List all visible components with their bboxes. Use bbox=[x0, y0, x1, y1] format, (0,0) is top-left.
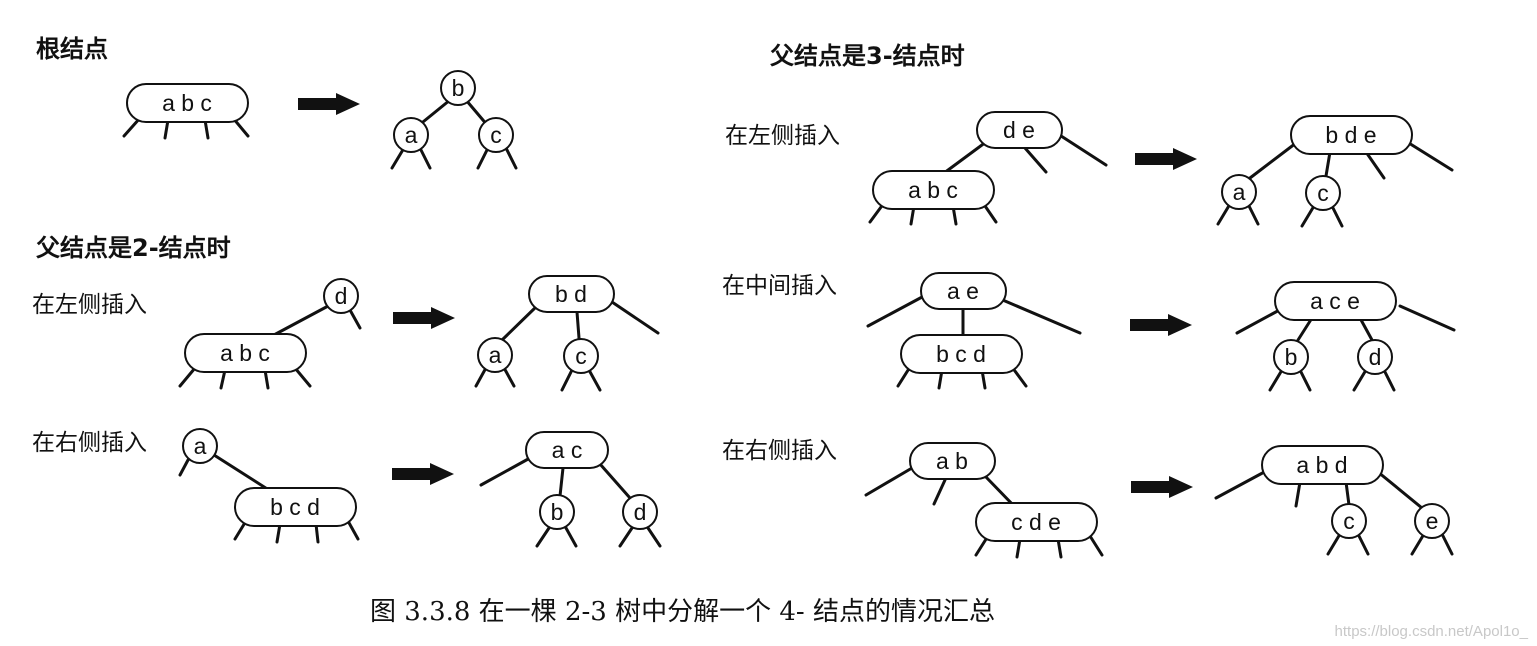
node-p3r-after-left bbox=[1331, 503, 1367, 539]
node-p2l-after-parent bbox=[528, 275, 615, 313]
node-p2l-before-child bbox=[184, 333, 307, 373]
node-p3m-after-parent bbox=[1274, 281, 1397, 321]
watermark: https://blog.csdn.net/Apol1o_ bbox=[1335, 623, 1529, 640]
node-root-after-right bbox=[478, 117, 514, 153]
p2l-before-tree: a b c d bbox=[178, 278, 362, 390]
p2l-after-tree: b d a c bbox=[474, 275, 660, 392]
key-p3m-before-child: b c d bbox=[936, 341, 986, 367]
key-root-after-top: b bbox=[452, 75, 465, 101]
node-p3r-before-child bbox=[975, 502, 1098, 542]
arrow-p3m bbox=[1130, 314, 1192, 336]
p3r-before-tree: c d e a b bbox=[864, 442, 1104, 559]
p3l-after-tree: b d e a c bbox=[1216, 115, 1454, 228]
key-p2r-after-mid: b bbox=[551, 499, 564, 525]
key-p3m-before-parent: a e bbox=[947, 278, 979, 304]
key-p2l-after-mid: c bbox=[575, 343, 587, 369]
node-p3r-after-parent bbox=[1261, 445, 1384, 485]
node-p3r-before-parent bbox=[909, 442, 996, 480]
key-p3l-after-mid: c bbox=[1317, 180, 1329, 206]
node-p3l-before-parent bbox=[976, 111, 1063, 149]
label-p3-insert-right: 在右侧插入 bbox=[722, 438, 837, 464]
heading-root: 根结点 bbox=[36, 35, 108, 63]
arrow-p2l bbox=[393, 307, 455, 329]
key-root-after-right: c bbox=[490, 122, 502, 148]
p3m-before-tree: b c d a e bbox=[866, 272, 1082, 390]
node-root-after-top bbox=[440, 70, 476, 106]
node-p3m-before-child bbox=[900, 334, 1023, 374]
key-p3l-before-child: a b c bbox=[908, 177, 958, 203]
key-p2l-after-parent: b d bbox=[555, 281, 587, 307]
arrow-p2r bbox=[392, 463, 454, 485]
root-before-tree: a b c bbox=[122, 83, 250, 140]
node-p3r-after-right bbox=[1414, 503, 1450, 539]
arrow-root bbox=[298, 93, 360, 115]
node-p2r-after-parent bbox=[525, 431, 609, 469]
heading-parent-3node: 父结点是3-结点时 bbox=[770, 42, 965, 70]
key-p3r-after-right: e bbox=[1426, 508, 1439, 534]
node-p2l-after-left bbox=[477, 337, 513, 373]
label-p3-insert-middle: 在中间插入 bbox=[722, 273, 837, 299]
node-p2r-after-mid bbox=[539, 494, 575, 530]
heading-parent-2node: 父结点是2-结点时 bbox=[36, 234, 231, 262]
p3r-after-tree: a b d c e bbox=[1214, 445, 1454, 556]
node-p3l-after-parent bbox=[1290, 115, 1413, 155]
node-p3l-after-mid bbox=[1305, 175, 1341, 211]
key-p3r-before-parent: a b bbox=[936, 448, 968, 474]
key-p2r-after-parent: a c bbox=[552, 437, 583, 463]
p2r-before-tree: b c d a bbox=[178, 428, 360, 544]
key-p3r-before-child: c d e bbox=[1011, 509, 1061, 535]
node-p2r-after-right bbox=[622, 494, 658, 530]
node-p2r-before-parent bbox=[182, 428, 218, 464]
p3l-before-tree: a b c d e bbox=[868, 111, 1108, 226]
node-p2l-after-mid bbox=[563, 338, 599, 374]
key-p2r-after-right: d bbox=[634, 499, 647, 525]
key-p3m-after-parent: a c e bbox=[1310, 288, 1360, 314]
key-root-after-left: a bbox=[405, 122, 418, 148]
key-p3l-after-parent: b d e bbox=[1325, 122, 1376, 148]
p2r-after-tree: a c b d bbox=[479, 431, 662, 548]
figure-caption: 图 3.3.8 在一棵 2-3 树中分解一个 4- 结点的情况汇总 bbox=[370, 597, 995, 627]
arrow-p3l bbox=[1135, 148, 1197, 170]
key-p2l-before-parent: d bbox=[335, 283, 348, 309]
key-p2l-before-child: a b c bbox=[220, 340, 270, 366]
p3m-after-tree: a c e b d bbox=[1235, 281, 1456, 392]
key-p3r-after-parent: a b d bbox=[1296, 452, 1347, 478]
node-root-before bbox=[126, 83, 249, 123]
label-p2-insert-right: 在右侧插入 bbox=[32, 430, 147, 456]
node-p2l-before-parent bbox=[323, 278, 359, 314]
label-p3-insert-left: 在左侧插入 bbox=[725, 123, 840, 149]
arrow-p3r bbox=[1131, 476, 1193, 498]
node-p3l-after-left bbox=[1221, 174, 1257, 210]
key-p2r-before-parent: a bbox=[194, 433, 207, 459]
root-after-tree: b a c bbox=[390, 70, 518, 170]
label-p2-insert-left: 在左侧插入 bbox=[32, 292, 147, 318]
key-p2l-after-left: a bbox=[489, 342, 502, 368]
node-root-after-left bbox=[393, 117, 429, 153]
key-p3m-after-right: d bbox=[1369, 344, 1382, 370]
node-p3m-before-parent bbox=[920, 272, 1007, 310]
key-p3m-after-left: b bbox=[1285, 344, 1298, 370]
node-p2r-before-child bbox=[234, 487, 357, 527]
node-p3m-after-right bbox=[1357, 339, 1393, 375]
key-p3r-after-left: c bbox=[1343, 508, 1355, 534]
key-p3l-before-parent: d e bbox=[1003, 117, 1035, 143]
node-p3l-before-child bbox=[872, 170, 995, 210]
node-p3m-after-left bbox=[1273, 339, 1309, 375]
key-p2r-before-child: b c d bbox=[270, 494, 320, 520]
key-p3l-after-left: a bbox=[1233, 179, 1246, 205]
key-root-before: a b c bbox=[162, 90, 212, 116]
